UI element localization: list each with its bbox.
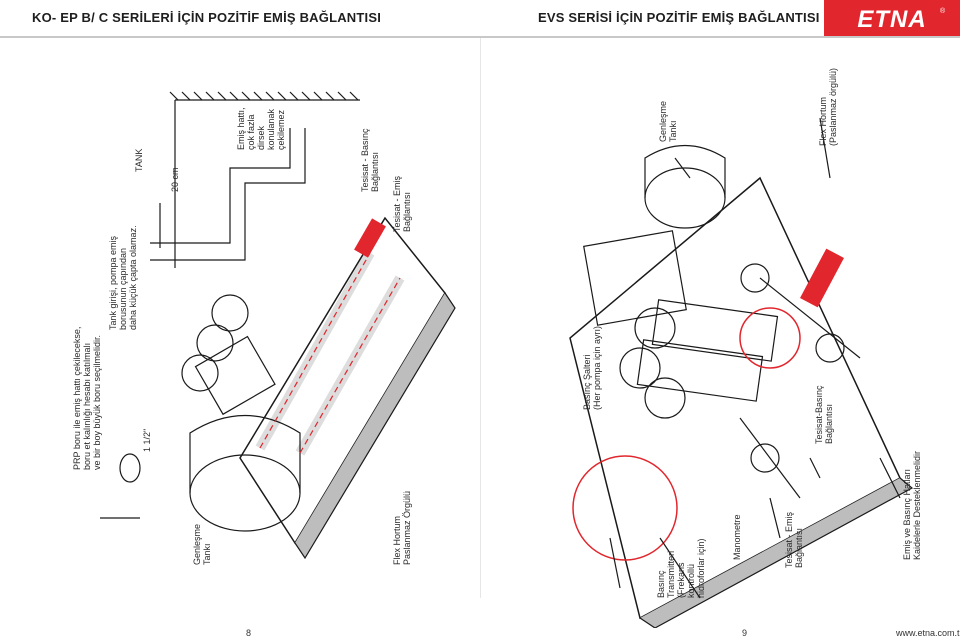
- left-install-pressure-label: Tesisat - Basınç Bağlantısı: [360, 128, 380, 192]
- left-page-number: 8: [246, 628, 252, 638]
- right-page-title: EVS SERİSİ İÇİN POZİTİF EMİŞ BAĞLANTISI: [538, 10, 820, 25]
- left-page-title: KO- EP B/ C SERİLERİ İÇİN POZİTİF EMİŞ B…: [32, 10, 382, 25]
- prp-pipe-note: PRP boru ile emiş hattı çekilecekse, bor…: [72, 326, 102, 470]
- right-install-pressure-label: Tesisat-Basınç Bağlantısı: [814, 385, 834, 444]
- wall-hatch: [169, 91, 360, 268]
- pipe-size-label: 1 1/2": [142, 428, 152, 452]
- left-expansion-tank-label: Genleşme Tankı: [192, 523, 212, 565]
- header-rule: [0, 36, 960, 38]
- website-link[interactable]: www.etna.com.tr: [896, 628, 960, 638]
- technical-drawing: [100, 91, 914, 628]
- suction-line-note: Emiş hattı, çok fazla dirsek konulanak ç…: [236, 107, 286, 150]
- etna-logo: ETNA ®: [824, 0, 960, 38]
- manometer-label: Manometre: [732, 514, 742, 560]
- left-install-suction-label: Tesisat - Emiş Bağlantısı: [392, 175, 412, 232]
- page-spine: [480, 38, 481, 598]
- pressure-switch-label: Basınç Şalteri (Her pompa için ayrı): [582, 325, 602, 410]
- tank-inlet-note: Tank girişi, pompa emiş borusunun çapınd…: [108, 225, 138, 330]
- distance-label: 20 cm: [170, 167, 180, 192]
- right-install-suction-label: Tesisat - Emiş Bağlantısı: [784, 511, 804, 568]
- registered-mark: ®: [940, 8, 946, 15]
- lines-support-label: Emiş ve Basınç Hatları Kaidelerle Destek…: [902, 450, 922, 560]
- etna-logo-text: ETNA: [857, 6, 927, 33]
- pressure-transmitter-label: Basınç Transmitteri (Frekans kontrollü h…: [656, 538, 706, 598]
- left-flex-hose-label: Flex Hortum Paslanmaz Örgülü: [392, 490, 412, 565]
- right-page-number: 9: [742, 628, 748, 638]
- right-flex-hose-label: Flex Hortum (Paslanmaz örgülü): [818, 67, 838, 146]
- page-header: KO- EP B/ C SERİLERİ İÇİN POZİTİF EMİŞ B…: [0, 0, 960, 38]
- tank-label: TANK: [134, 148, 144, 172]
- right-expansion-tank-label: Genleşme Tankı: [658, 100, 678, 142]
